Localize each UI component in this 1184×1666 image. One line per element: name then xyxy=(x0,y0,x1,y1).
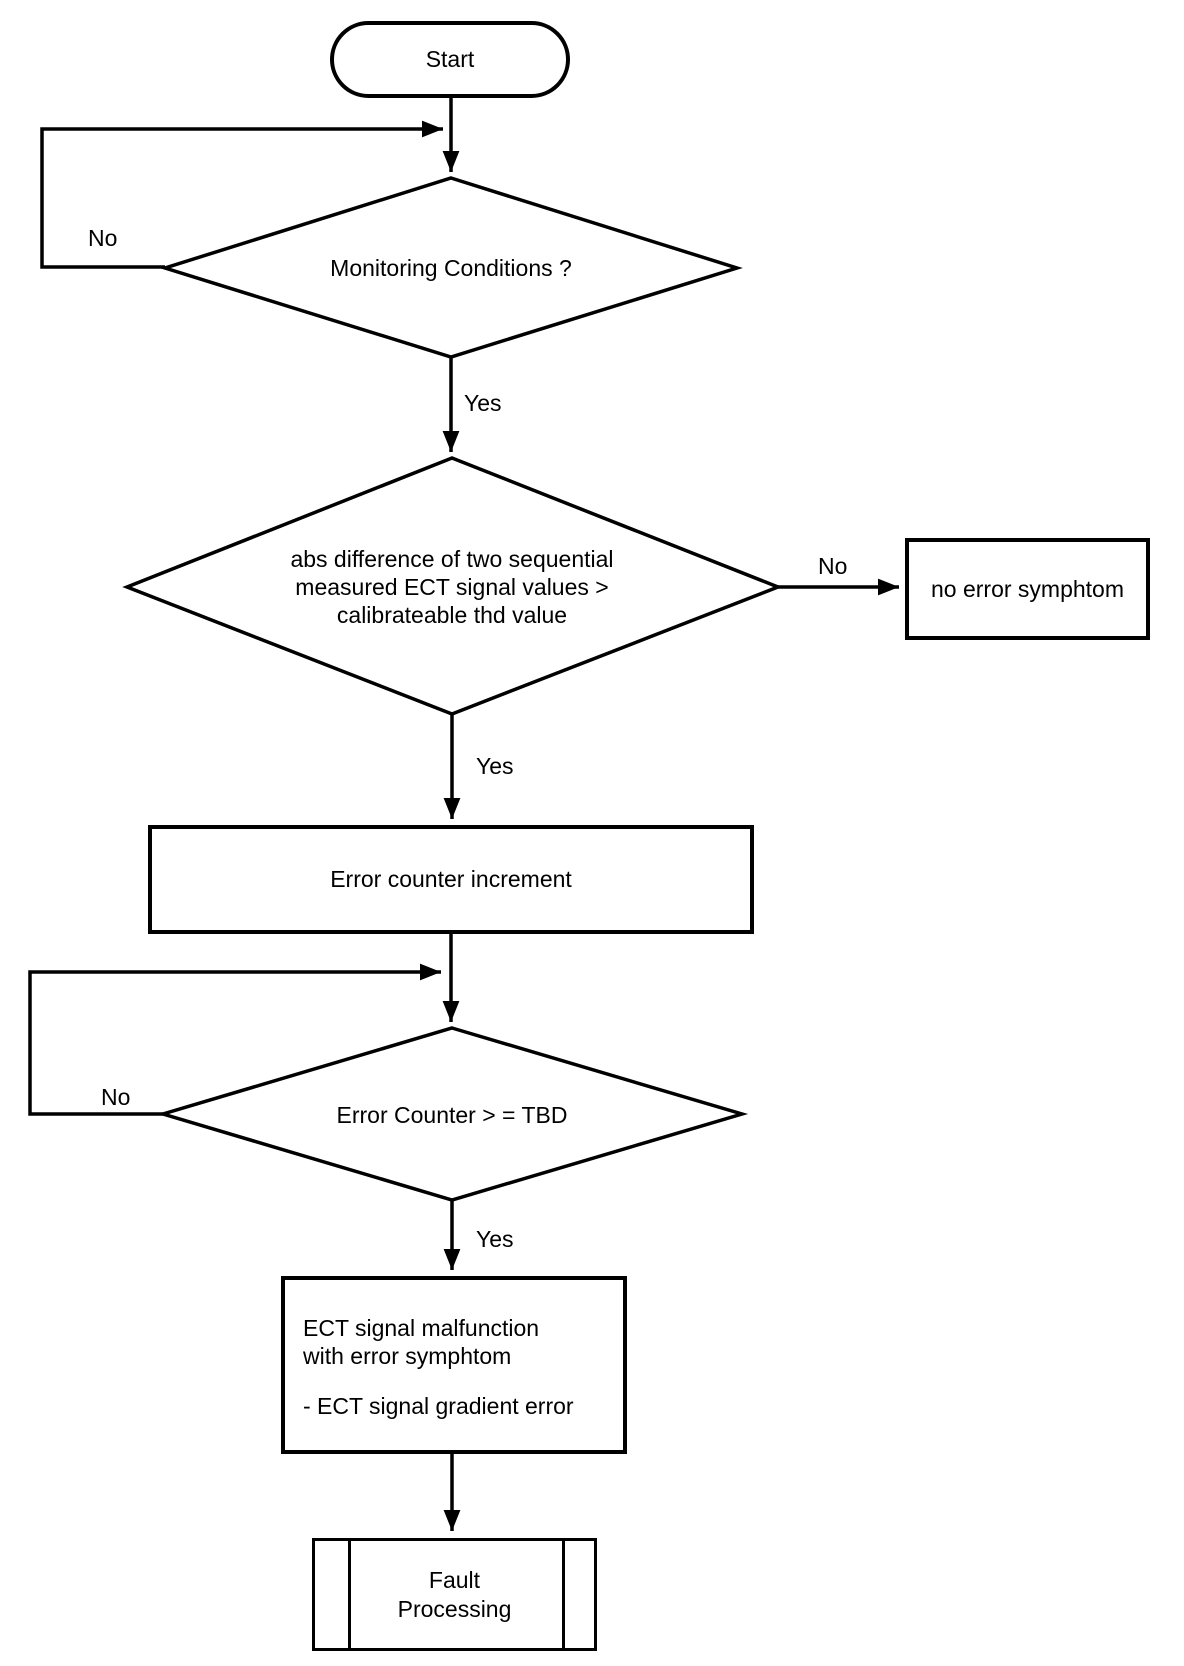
loop-monitoring-no xyxy=(40,120,443,269)
edge-label-error-counter-no: No xyxy=(101,1084,131,1110)
decision-ect-diff-label: abs difference of two sequential measure… xyxy=(232,545,672,629)
decision-error-counter-label: Error Counter > = TBD xyxy=(336,1102,568,1128)
start-terminator: Start xyxy=(330,21,570,98)
box-ect-malfunction-line1: ECT signal malfunction xyxy=(303,1315,540,1341)
start-label: Start xyxy=(425,46,475,72)
box-ect-malfunction: ECT signal malfunction with error sympht… xyxy=(281,1276,627,1454)
box-ect-malfunction-line3: - ECT signal gradient error xyxy=(303,1393,574,1419)
fault-processing-node: Fault Processing xyxy=(312,1538,597,1651)
edge-label-ect-diff-yes: Yes xyxy=(476,753,514,779)
box-ect-malfunction-line2: with error symphtom xyxy=(303,1343,512,1369)
decision-error-counter-diamond xyxy=(156,1026,749,1202)
box-error-counter-label: Error counter increment xyxy=(330,866,572,892)
fault-processing-line1: Fault xyxy=(428,1566,481,1593)
fault-processing-line2: Processing xyxy=(397,1595,512,1622)
edge-label-monitoring-yes: Yes xyxy=(464,390,502,416)
box-no-error-label: no error symphtom xyxy=(930,575,1124,602)
predefined-process-bar-left xyxy=(348,1541,351,1648)
box-error-counter-increment: Error counter increment xyxy=(148,825,754,934)
decision-ect-diff-line1: abs difference of two sequential xyxy=(290,546,614,572)
decision-monitoring-label: Monitoring Conditions ? xyxy=(330,255,572,281)
decision-ect-diff-line2: measured ECT signal values > xyxy=(295,574,609,600)
edge-label-ect-diff-no: No xyxy=(818,553,848,579)
box-no-error-symptom: no error symphtom xyxy=(905,538,1150,640)
decision-ect-diff-line3: calibrateable thd value xyxy=(336,602,568,628)
decision-ect-diff-diamond xyxy=(122,456,783,716)
edge-label-error-counter-yes: Yes xyxy=(476,1226,514,1252)
decision-monitoring-diamond xyxy=(159,176,743,359)
loop-error-counter-no xyxy=(28,963,441,1116)
edge-label-monitoring-no: No xyxy=(88,225,118,251)
predefined-process-bar-right xyxy=(562,1541,565,1648)
